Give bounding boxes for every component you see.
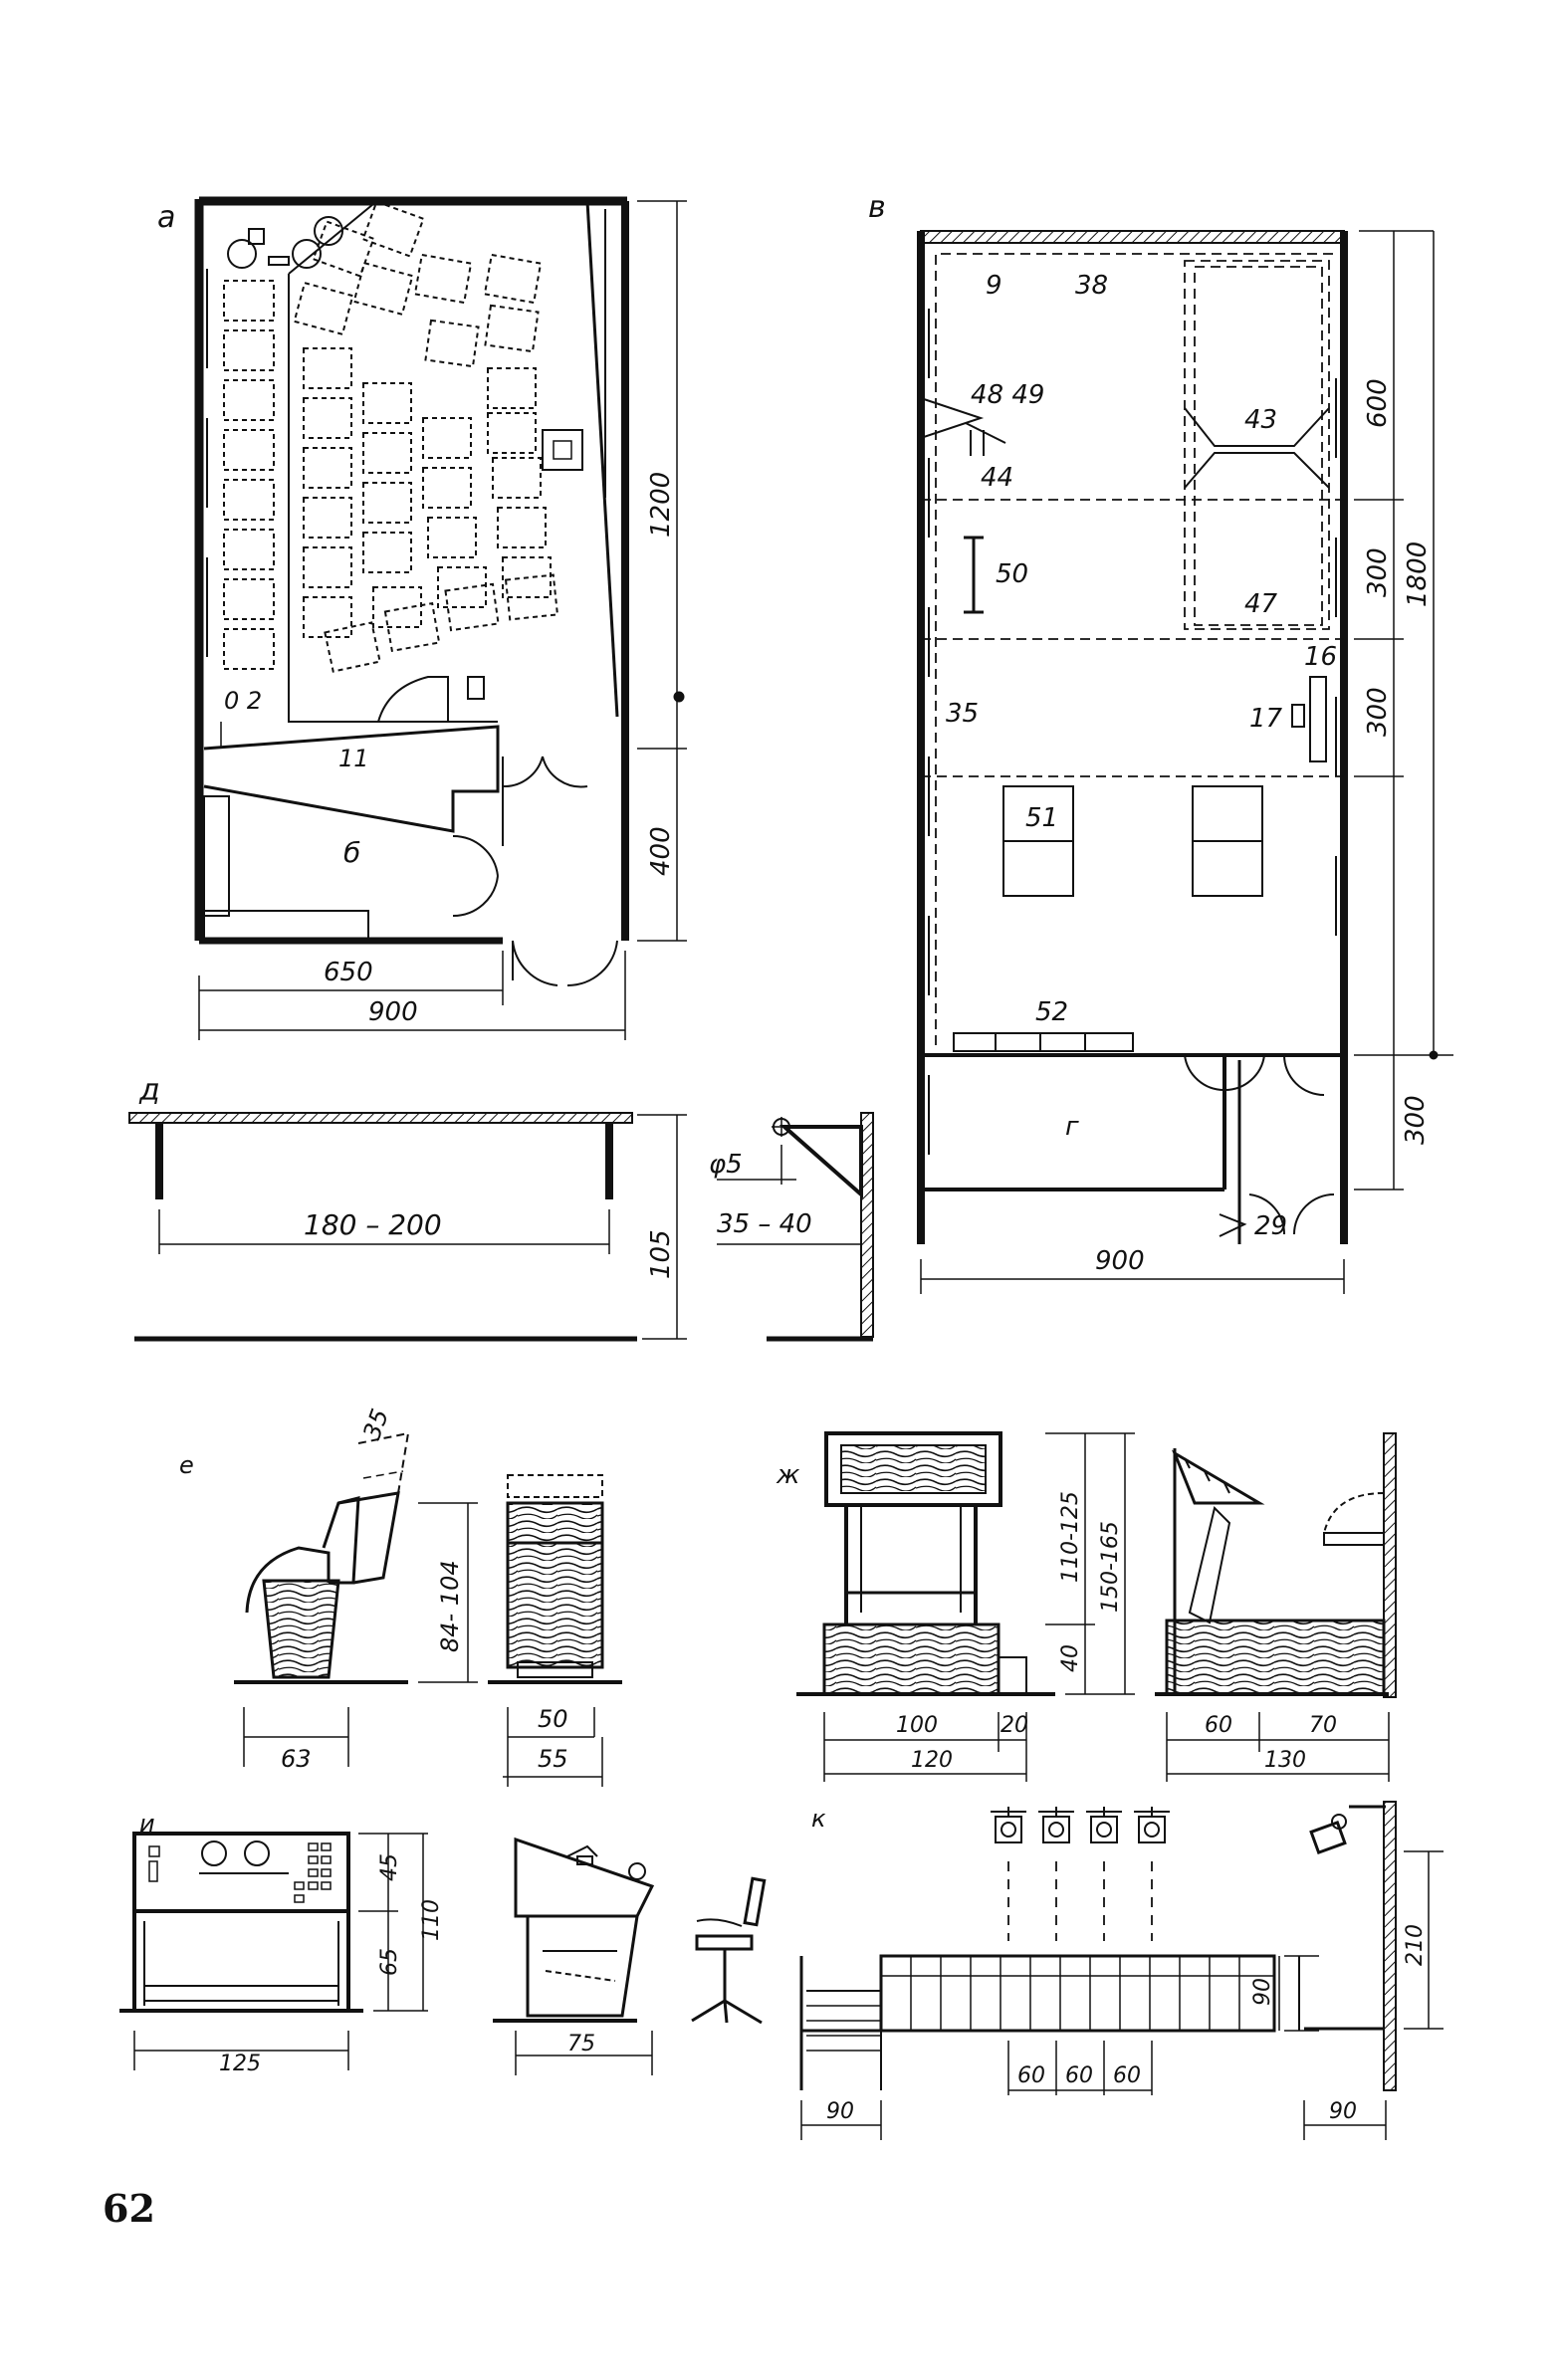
fig-v-dim-300b: 300 xyxy=(1363,687,1393,737)
fig-v-label-43: 43 xyxy=(1244,405,1277,435)
fig-d-dim-span: 180 – 200 xyxy=(304,1208,442,1241)
fig-i-dim-110: 110 xyxy=(419,1899,444,1941)
fig-i-letter: и xyxy=(139,1810,155,1838)
fig-a-room-b: б xyxy=(343,836,360,869)
fig-k-dim-60a: 60 xyxy=(1017,2063,1045,2088)
fig-zh-letter: ж xyxy=(776,1460,800,1490)
fig-zh-dim-100: 100 xyxy=(896,1713,938,1738)
fig-zh-dim-70: 70 xyxy=(1309,1713,1337,1738)
fig-e-dim-55: 55 xyxy=(538,1745,568,1773)
fig-e-dim-63: 63 xyxy=(281,1745,312,1773)
fig-v-dim-300c: 300 xyxy=(1401,1095,1431,1145)
fig-v-dim-600: 600 xyxy=(1363,378,1393,428)
fig-k-dim-90-h: 90 xyxy=(1250,1978,1275,2006)
figure-k-stage-lighting: к xyxy=(799,1801,1444,2140)
fig-zh-dim-130: 130 xyxy=(1264,1748,1306,1773)
page-number: 62 xyxy=(103,2186,155,2231)
figure-zh-reception-desk: ж 110-125 150-165 40 100 20 120 60 70 13… xyxy=(776,1431,1397,1782)
fig-k-dim-210: 210 xyxy=(1403,1924,1428,1966)
fig-a-dim-1200: 1200 xyxy=(646,472,676,538)
fig-i-dim-65: 65 xyxy=(377,1948,402,1976)
fig-v-label-48-49: 48 49 xyxy=(971,380,1044,410)
fig-zh-dim-120: 120 xyxy=(911,1748,953,1773)
fig-zh-dim-20: 20 xyxy=(1000,1713,1028,1738)
fig-i-dim-75: 75 xyxy=(567,2032,595,2056)
fig-a-letter: а xyxy=(157,200,175,235)
fig-v-label-35: 35 xyxy=(946,699,979,729)
fig-v-label-16: 16 xyxy=(1304,642,1337,672)
fig-zh-dim-110-125: 110-125 xyxy=(1058,1491,1083,1583)
fig-v-label-44: 44 xyxy=(981,463,1013,493)
fig-k-dim-90-left: 90 xyxy=(826,2099,854,2124)
fig-v-label-52: 52 xyxy=(1035,997,1068,1027)
fig-i-dim-125: 125 xyxy=(219,2052,261,2076)
fig-a-dim-400: 400 xyxy=(646,826,676,876)
figure-i-control-console: и 45 65 110 125 75 xyxy=(119,1810,767,2076)
figure-d-bench-elevation: д 180 – 200 105 φ5 35 – 40 xyxy=(128,1073,874,1342)
fig-v-label-17: 17 xyxy=(1249,704,1283,734)
figure-v-room-plan: в 9 38 xyxy=(868,190,1453,1294)
figure-e-armchair: е 35 84- 104 63 50 55 xyxy=(179,1406,622,1787)
fig-v-label-9: 9 xyxy=(986,271,1002,301)
fig-zh-dim-150-165: 150-165 xyxy=(1098,1521,1123,1613)
fig-d-dim-105: 105 xyxy=(646,1229,676,1279)
fig-v-label-38: 38 xyxy=(1075,271,1108,301)
fig-k-dim-60b: 60 xyxy=(1065,2063,1093,2088)
fig-v-label-29: 29 xyxy=(1254,1211,1287,1241)
fig-e-dim-84-104: 84- 104 xyxy=(436,1560,464,1652)
fig-zh-dim-60: 60 xyxy=(1205,1713,1232,1738)
fig-v-label-47: 47 xyxy=(1244,589,1278,619)
fig-a-dim-650: 650 xyxy=(324,958,373,987)
fig-v-label-g: г xyxy=(1065,1112,1079,1142)
fig-zh-dim-40: 40 xyxy=(1058,1644,1083,1672)
fig-v-dim-900: 900 xyxy=(1095,1246,1145,1276)
fig-e-letter: е xyxy=(179,1451,194,1479)
fig-i-dim-45: 45 xyxy=(377,1853,402,1881)
fig-v-dim-1800: 1800 xyxy=(1403,541,1433,607)
fig-v-dim-300a: 300 xyxy=(1363,547,1393,597)
fig-d-dim-phi: φ5 xyxy=(709,1150,743,1180)
fig-v-label-51: 51 xyxy=(1025,803,1058,833)
fig-v-label-50: 50 xyxy=(996,559,1028,589)
fig-k-letter: к xyxy=(811,1805,826,1833)
fig-a-dim-0-2: 0 2 xyxy=(224,687,262,715)
fig-d-dim-35-40: 35 – 40 xyxy=(717,1209,812,1239)
fig-e-dim-50: 50 xyxy=(538,1705,568,1733)
fig-a-item-11: 11 xyxy=(338,745,369,772)
fig-k-dim-90-right: 90 xyxy=(1329,2099,1357,2124)
fig-k-dim-60c: 60 xyxy=(1113,2063,1141,2088)
fig-a-dim-900: 900 xyxy=(368,997,418,1027)
fig-d-letter: д xyxy=(138,1073,160,1108)
figure-a-hall-plan: а xyxy=(157,196,687,1040)
fig-v-letter: в xyxy=(868,190,886,225)
